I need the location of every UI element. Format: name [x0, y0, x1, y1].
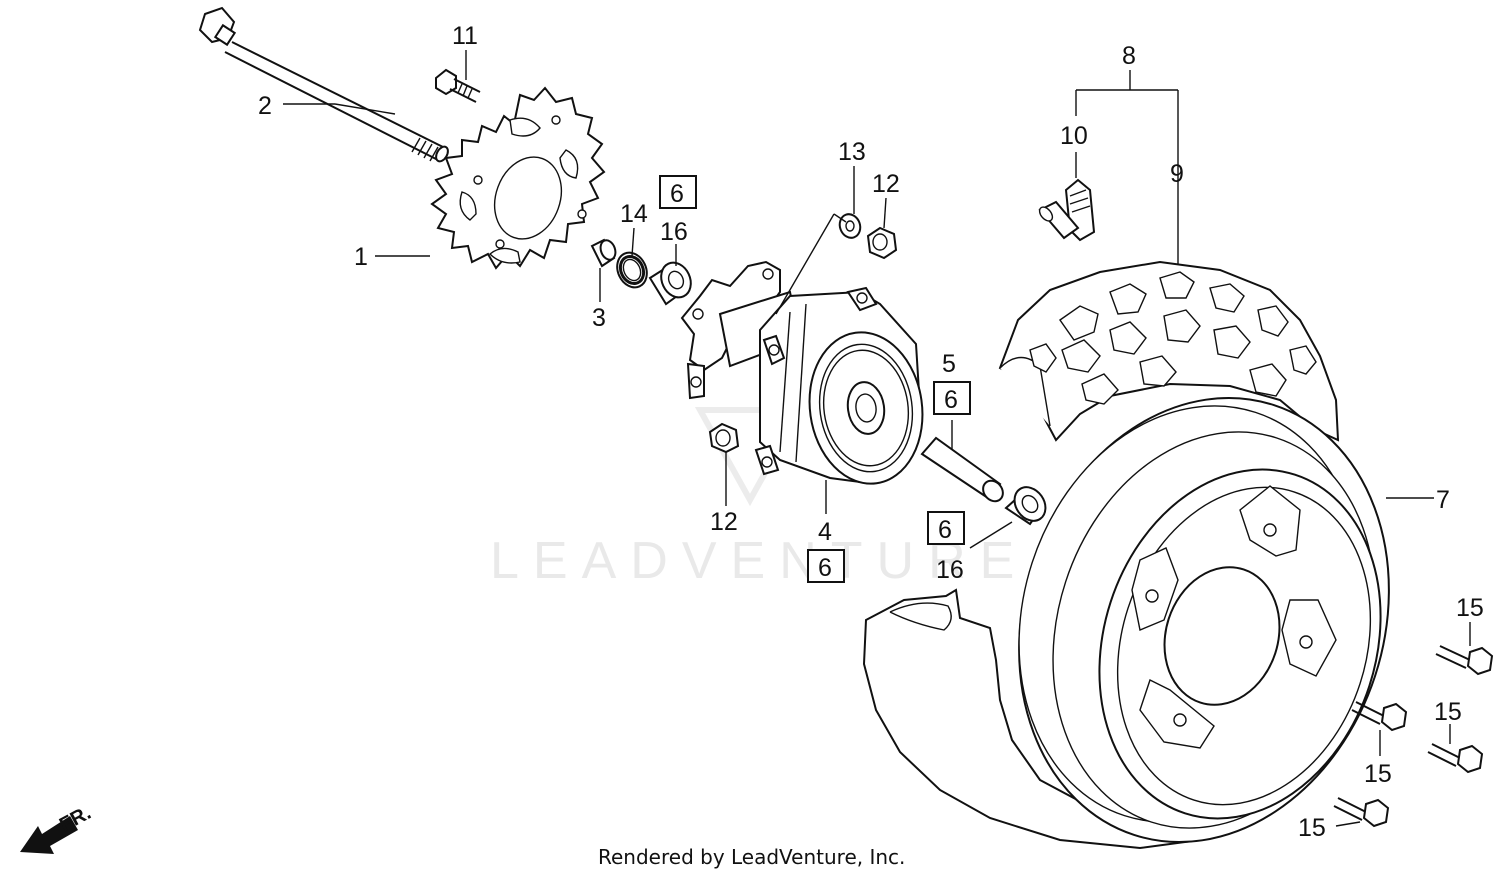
callout-12-upper: 12	[872, 170, 900, 198]
callout-15-a: 15	[1456, 594, 1484, 622]
wheel-nut-2[interactable]	[1351, 701, 1408, 732]
callout-14: 14	[620, 200, 648, 228]
callout-8: 8	[1122, 42, 1136, 70]
wheel-rim[interactable]	[963, 349, 1445, 875]
wheel-nut-1[interactable]	[1435, 645, 1494, 676]
callout-1: 1	[354, 243, 368, 271]
boxed-label-2: 6	[933, 381, 971, 415]
drive-sprocket[interactable]	[430, 86, 606, 270]
watermark-text: LEADVENTURE	[490, 532, 1028, 590]
callout-10: 10	[1060, 122, 1088, 150]
boxed-label-1: 6	[659, 175, 697, 209]
flange-nut-lower[interactable]	[708, 422, 740, 454]
callout-15-d: 15	[1298, 814, 1326, 842]
distance-collar[interactable]	[920, 436, 1007, 505]
callout-3: 3	[592, 304, 606, 332]
washer[interactable]	[836, 211, 863, 240]
callout-7: 7	[1436, 486, 1450, 514]
callout-9: 9	[1170, 160, 1184, 188]
sprocket-bolt[interactable]	[435, 68, 481, 103]
boxed-label-4-text: 6	[818, 554, 832, 582]
tire-valve[interactable]	[1037, 178, 1096, 242]
callout-15-b: 15	[1434, 698, 1462, 726]
callout-16-upper: 16	[660, 218, 688, 246]
callout-5: 5	[942, 350, 956, 378]
wheel-nut-3[interactable]	[1427, 743, 1484, 774]
oil-seal[interactable]	[612, 248, 653, 292]
boxed-label-1-text: 6	[670, 180, 684, 208]
bearing-upper[interactable]	[648, 258, 696, 306]
leader-lines	[283, 50, 1471, 827]
callout-16-lower: 16	[936, 556, 964, 584]
collar[interactable]	[590, 238, 618, 268]
boxed-label-3-text: 6	[938, 516, 952, 544]
boxed-label-2-text: 6	[944, 386, 958, 414]
flange-nut-upper[interactable]	[866, 226, 898, 260]
tire[interactable]	[862, 260, 1340, 850]
callout-15-c: 15	[1364, 760, 1392, 788]
boxed-label-4: 6	[807, 549, 845, 583]
bearing-lower[interactable]	[1004, 481, 1052, 527]
wheel-nut-4[interactable]	[1333, 797, 1390, 828]
front-arrow-icon	[20, 816, 78, 854]
callout-13: 13	[838, 138, 866, 166]
callout-4: 4	[818, 518, 832, 546]
axle-bolt[interactable]	[198, 6, 450, 163]
callout-11: 11	[452, 22, 478, 50]
callout-12-lower: 12	[710, 508, 738, 536]
wheel-hub[interactable]	[680, 260, 932, 491]
boxed-label-3: 6	[927, 511, 965, 545]
callout-2: 2	[258, 92, 272, 120]
footer-credit: Rendered by LeadVenture, Inc.	[598, 845, 905, 869]
front-arrow: FR.	[20, 802, 95, 854]
